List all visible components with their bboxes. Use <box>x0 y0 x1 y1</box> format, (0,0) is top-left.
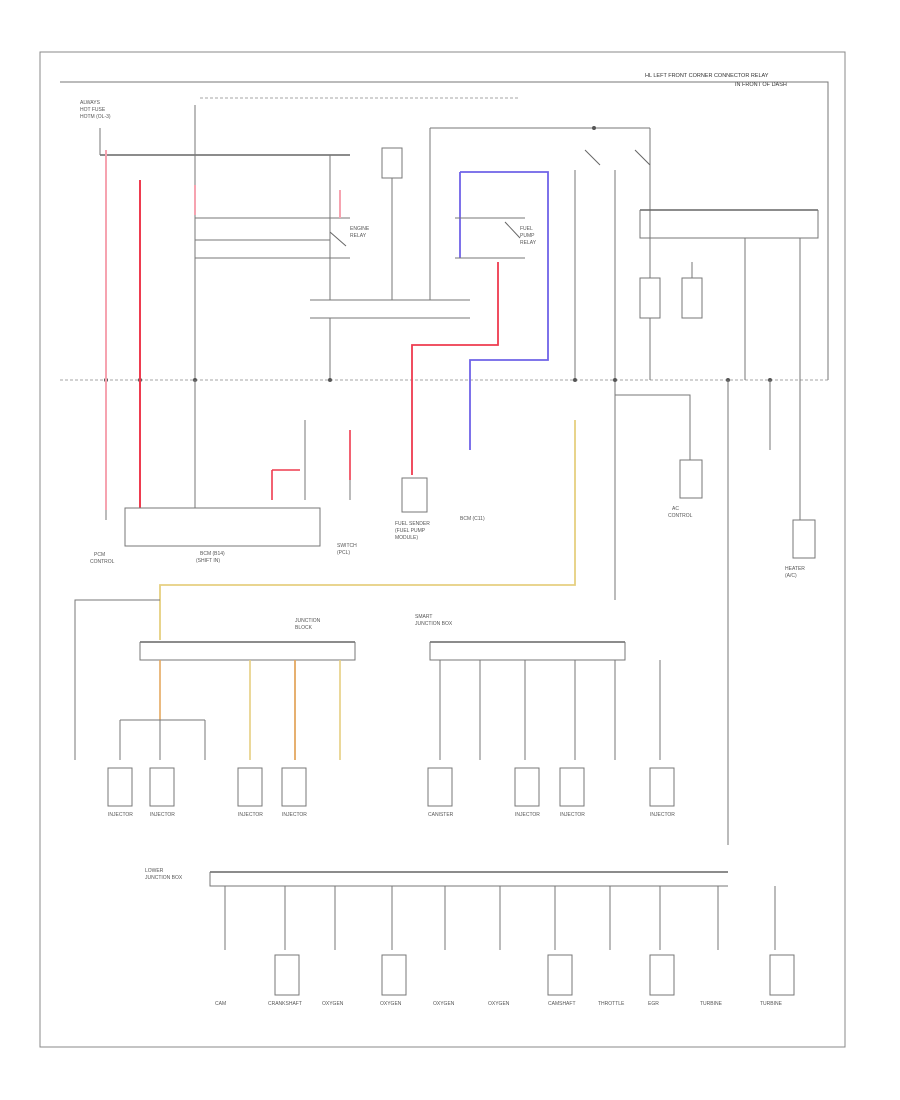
svg-text:BCM (C11): BCM (C11) <box>460 516 485 522</box>
svg-text:RELAY: RELAY <box>520 240 537 246</box>
diagram-frame <box>39 51 846 1048</box>
wire-left-dashed <box>74 599 160 760</box>
svg-text:CRANKSHAFT: CRANKSHAFT <box>268 1001 302 1007</box>
svg-text:INJECTOR: INJECTOR <box>238 812 263 818</box>
svg-text:BCM (B14): BCM (B14) <box>200 551 225 557</box>
svg-text:OXYGEN: OXYGEN <box>433 1001 455 1007</box>
svg-text:THROTTLE: THROTTLE <box>598 1001 625 1007</box>
svg-text:CANISTER: CANISTER <box>428 812 454 818</box>
svg-text:ALWAYS: ALWAYS <box>80 100 101 106</box>
svg-text:AC: AC <box>672 506 679 512</box>
fuel-pump-relay: FUEL PUMP RELAY FUEL SENDER (FUEL PUMP M… <box>395 171 549 541</box>
svg-text:TURBINE: TURBINE <box>760 1001 783 1007</box>
svg-text:RELAY: RELAY <box>350 233 367 239</box>
top-right-section: HEATER (A/C) AC CONTROL <box>429 126 819 845</box>
svg-text:LOWER: LOWER <box>145 868 164 874</box>
svg-text:OXYGEN: OXYGEN <box>380 1001 402 1007</box>
svg-text:FUEL: FUEL <box>520 226 533 232</box>
bottom-bus: LOWER JUNCTION BOX <box>145 868 776 950</box>
svg-text:CONTROL: CONTROL <box>90 559 115 565</box>
svg-text:INJECTOR: INJECTOR <box>150 812 175 818</box>
svg-text:PCM: PCM <box>94 552 105 558</box>
svg-text:SMART: SMART <box>415 614 432 620</box>
svg-text:ENGINE: ENGINE <box>350 226 370 232</box>
svg-text:MODULE): MODULE) <box>395 535 418 541</box>
svg-text:HEATER: HEATER <box>785 566 805 572</box>
svg-text:JUNCTION BOX: JUNCTION BOX <box>415 621 453 627</box>
svg-text:(SHIFT IN): (SHIFT IN) <box>196 558 220 564</box>
svg-text:(A/C): (A/C) <box>785 573 797 579</box>
svg-text:JUNCTION: JUNCTION <box>295 618 321 624</box>
top-left-fuse-block: ALWAYS HOT FUSE HOTM (OL-3) ENGINE RELAY <box>80 100 470 382</box>
right-junction-module: SMART JUNCTION BOX <box>415 614 661 760</box>
svg-text:INJECTOR: INJECTOR <box>282 812 307 818</box>
svg-text:EGR: EGR <box>648 1001 659 1007</box>
svg-text:INJECTOR: INJECTOR <box>515 812 540 818</box>
svg-text:BLOCK: BLOCK <box>295 625 313 631</box>
left-junction-module: JUNCTION BLOCK <box>119 618 356 760</box>
svg-text:OXYGEN: OXYGEN <box>488 1001 510 1007</box>
svg-text:CAM: CAM <box>215 1001 226 1007</box>
svg-text:HOTM (OL-3): HOTM (OL-3) <box>80 114 111 120</box>
fuel-sender-label: FUEL SENDER <box>395 521 430 527</box>
svg-text:TURBINE: TURBINE <box>700 1001 723 1007</box>
bottom-row-loads: CAM CRANKSHAFT OXYGEN OXYGEN OXYGEN OXYG… <box>215 954 795 1007</box>
svg-text:CAMSHAFT: CAMSHAFT <box>548 1001 576 1007</box>
svg-text:(FUEL PUMP: (FUEL PUMP <box>395 528 426 534</box>
svg-text:OXYGEN: OXYGEN <box>322 1001 344 1007</box>
header-title-1: HL LEFT FRONT CORNER CONNECTOR RELAY <box>645 73 769 79</box>
svg-text:JUNCTION BOX: JUNCTION BOX <box>145 875 183 881</box>
wire-yellow-feed <box>159 420 576 640</box>
svg-text:INJECTOR: INJECTOR <box>650 812 675 818</box>
header-title-2: IN FRONT OF DASH <box>735 82 787 88</box>
lower-left-module: BCM (B14) (SHIFT IN) SWITCH (PCL) PCM CO… <box>90 380 357 565</box>
svg-text:INJECTOR: INJECTOR <box>560 812 585 818</box>
svg-text:INJECTOR: INJECTOR <box>108 812 133 818</box>
svg-text:HOT FUSE: HOT FUSE <box>80 107 106 113</box>
svg-text:(PCL): (PCL) <box>337 550 350 556</box>
svg-text:SWITCH: SWITCH <box>337 543 357 549</box>
header-bracket <box>60 81 829 380</box>
svg-text:CONTROL: CONTROL <box>668 513 693 519</box>
middle-row-loads: INJECTOR INJECTOR INJECTOR INJECTOR CANI… <box>107 767 675 818</box>
svg-text:PUMP: PUMP <box>520 233 535 239</box>
